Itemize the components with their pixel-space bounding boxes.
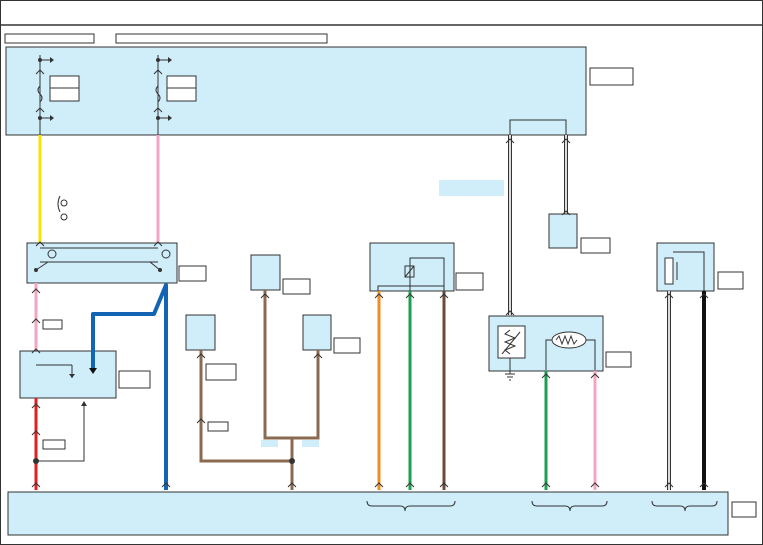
connector-arrow-icon	[405, 293, 415, 299]
connector-arrow-icon	[439, 482, 449, 488]
splice-label-left	[261, 440, 278, 447]
connector-arrow-icon	[374, 482, 384, 488]
actuator-label	[455, 272, 484, 291]
relay-switch-icon	[34, 247, 171, 272]
header-label-box-right	[115, 33, 328, 44]
connector-arrow-icon	[664, 293, 674, 299]
connector-arrow-icon	[439, 293, 449, 299]
header-label-box-left	[4, 33, 95, 44]
connector-arrow-icon	[260, 293, 270, 299]
wire-label-red	[42, 439, 66, 450]
wire-brown-right	[292, 350, 320, 440]
connector-arrow-icon	[561, 210, 571, 216]
connector-arrow-icon	[541, 373, 551, 379]
ignition-switch-symbol	[57, 195, 68, 221]
connector-arrow-icon	[664, 482, 674, 488]
relay-switch-box	[26, 242, 178, 284]
actuator-box	[369, 242, 455, 292]
sensor-box-left	[185, 314, 216, 351]
sensor-label-far-right	[717, 271, 744, 290]
connector-arrow-icon	[31, 482, 41, 488]
connector-group-brackets	[366, 500, 718, 512]
wire-blue	[91, 283, 168, 490]
connector-arrow-icon	[31, 403, 41, 409]
sensor-far-right-internal	[664, 251, 705, 291]
sensor-box-right	[302, 314, 332, 351]
fuse-box-bus-right	[509, 119, 567, 135]
highlight-label	[439, 180, 504, 196]
control-module-box	[7, 491, 729, 536]
wire-label-brown	[207, 421, 229, 432]
relay-switch-label	[178, 265, 207, 282]
connector-arrow-icon	[31, 288, 41, 294]
wire-brown-left	[199, 350, 292, 463]
connector-arrow-icon	[196, 418, 206, 424]
connector-arrow-icon	[31, 348, 41, 354]
fuse-circuit-2	[153, 55, 197, 135]
sensor-label-right	[333, 337, 361, 354]
connector-arrow-icon	[405, 482, 415, 488]
connector-arrow-icon	[505, 138, 515, 144]
wire-label-pink	[42, 319, 63, 330]
connector-arrow-icon	[161, 482, 171, 488]
connector-label-top-right	[580, 237, 611, 254]
fuse-circuit-1	[35, 55, 80, 135]
connector-arrow-icon	[31, 430, 41, 436]
connector-arrow-icon	[313, 353, 323, 359]
sensor-label-middle	[282, 278, 311, 295]
connector-arrow-icon	[505, 310, 515, 316]
connector-arrow-icon	[153, 241, 163, 247]
splice-label-right	[302, 440, 319, 447]
connector-arrow-icon	[699, 293, 709, 299]
connector-arrow-icon	[35, 241, 45, 247]
ground-icon	[505, 358, 515, 381]
connector-arrow-icon	[374, 293, 384, 299]
connector-arrow-icon	[561, 138, 571, 144]
connector-arrow-icons	[31, 138, 709, 488]
sensor-label-left	[205, 363, 237, 381]
fuse-box	[5, 46, 587, 136]
connector-arrow-icon	[590, 373, 600, 379]
blower-controller-box	[19, 350, 117, 399]
connector-arrow-icon	[699, 482, 709, 488]
connector-arrow-icon	[196, 353, 206, 359]
connector-arrow-icon	[590, 482, 600, 488]
fuse-icon	[155, 85, 161, 103]
connector-box-top-right	[548, 213, 578, 249]
heater-label	[605, 351, 632, 368]
sensor-box-middle	[250, 254, 281, 291]
splice-icon	[289, 458, 295, 464]
fuse-box-label	[589, 67, 634, 86]
feedback-wire	[36, 402, 85, 462]
thermistor-icon	[497, 325, 526, 359]
connector-arrow-icon	[287, 482, 297, 488]
heater-element-icon	[545, 331, 596, 370]
control-module-label	[731, 501, 757, 518]
fuse-icon	[37, 85, 43, 103]
blower-controller-label	[118, 370, 151, 389]
connector-arrow-icon	[541, 482, 551, 488]
actuator-internal	[377, 257, 445, 291]
connector-arrow-icon	[31, 318, 41, 324]
controller-internal	[36, 364, 75, 378]
